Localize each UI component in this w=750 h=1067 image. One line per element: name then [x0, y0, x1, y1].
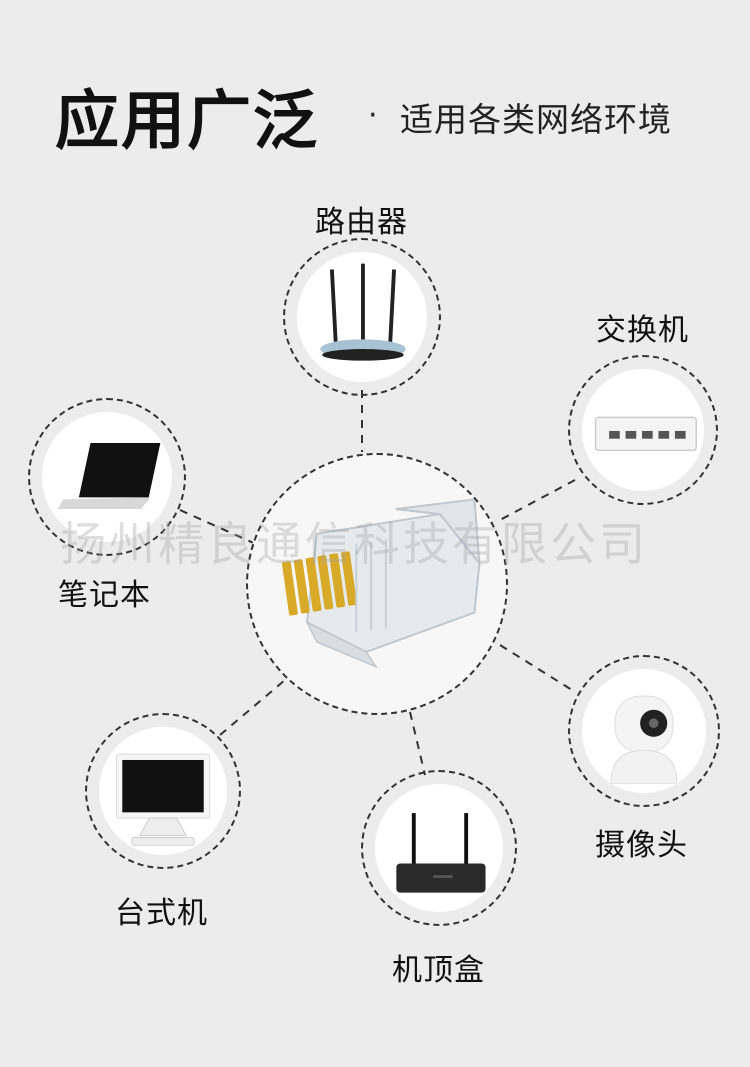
laptop-label: 笔记本 — [58, 578, 151, 613]
rj45-connector-icon — [282, 498, 481, 669]
camera-circle — [568, 655, 720, 807]
settop-box-icon — [396, 813, 486, 893]
switch-circle — [568, 355, 718, 505]
camera-icon — [610, 695, 678, 784]
switch-icon — [594, 416, 697, 452]
watermark: 扬州精良通信科技有限公司 — [60, 517, 648, 571]
page-title: 应用广泛 — [55, 85, 319, 159]
switch-label: 交换机 — [596, 313, 689, 348]
desktop-icon — [115, 753, 211, 846]
laptop-icon — [57, 443, 161, 510]
laptop-circle — [28, 398, 186, 556]
router-label: 路由器 — [315, 205, 408, 240]
camera-label: 摄像头 — [595, 828, 688, 863]
desktop-label: 台式机 — [115, 896, 208, 931]
settop-box-label: 机顶盒 — [392, 953, 485, 988]
settop-box-circle — [361, 770, 517, 926]
title-separator: · — [368, 98, 378, 133]
desktop-circle — [85, 713, 241, 869]
page-subtitle: 适用各类网络环境 — [400, 100, 672, 139]
router-icon — [320, 263, 406, 361]
router-circle — [283, 238, 441, 396]
rj45-connector-circle — [246, 453, 508, 715]
